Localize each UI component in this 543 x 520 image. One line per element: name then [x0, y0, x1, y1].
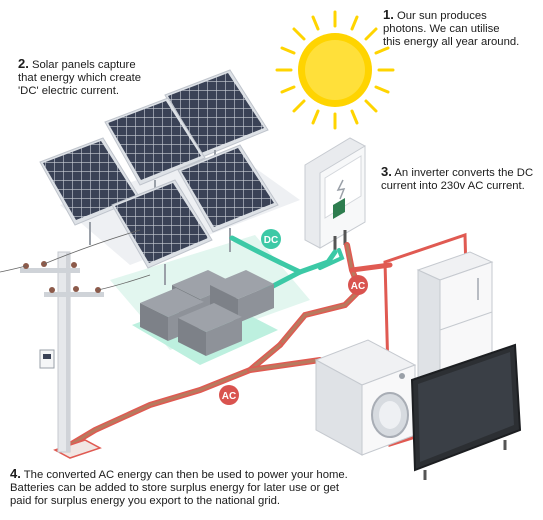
- solar-panel: [39, 137, 141, 245]
- television: [410, 343, 522, 480]
- caption-number: 1.: [383, 7, 394, 22]
- battery-bank: [132, 270, 278, 365]
- caption-line: that energy which create: [18, 72, 142, 85]
- caption-line: Batteries can be added to store surplus …: [10, 482, 340, 495]
- caption-inverter: 3. An inverter converts the DC current i…: [381, 165, 541, 193]
- ac-label-top: AC: [351, 281, 365, 292]
- ac-label-bottom: AC: [222, 391, 236, 402]
- caption-line: photons. We can utilise: [383, 23, 500, 36]
- washing-machine: [314, 339, 417, 456]
- caption-number: 4.: [10, 466, 21, 481]
- caption-number: 2.: [18, 56, 29, 71]
- caption-line: paid for surplus energy you export to th…: [10, 495, 281, 508]
- solar-panel: [111, 179, 213, 285]
- dc-label-badge: DC: [261, 229, 281, 249]
- caption-home: 4. The converted AC energy can then be u…: [10, 467, 530, 509]
- caption-line: 'DC' electric current.: [18, 85, 119, 98]
- ac-label-badge-top: AC: [348, 275, 368, 295]
- utility-pole: [0, 229, 151, 459]
- solar-panel: [177, 144, 279, 252]
- lightning-icon: [336, 179, 346, 200]
- caption-number: 3.: [381, 164, 392, 179]
- caption-line: this energy all year around.: [383, 36, 520, 49]
- caption-line: An inverter converts the DC: [391, 167, 534, 179]
- solar-panel-array: [39, 69, 279, 285]
- inverter: [304, 137, 366, 252]
- caption-line: Solar panels capture: [28, 59, 136, 71]
- caption-solar-panels: 2. Solar panels capture that energy whic…: [18, 57, 178, 99]
- battery: [178, 303, 242, 356]
- ac-cable: [67, 242, 393, 448]
- caption-sun: 1. Our sun produces photons. We can util…: [383, 8, 543, 50]
- caption-line: The converted AC energy can then be used…: [20, 469, 348, 481]
- sun-icon: [275, 10, 395, 130]
- solar-panel: [104, 97, 206, 205]
- caption-line: Our sun produces: [393, 10, 487, 22]
- caption-line: current into 230v AC current.: [381, 180, 525, 193]
- home-appliances: [314, 232, 522, 480]
- ac-label-badge-bottom: AC: [219, 385, 239, 405]
- dc-label: DC: [264, 235, 278, 246]
